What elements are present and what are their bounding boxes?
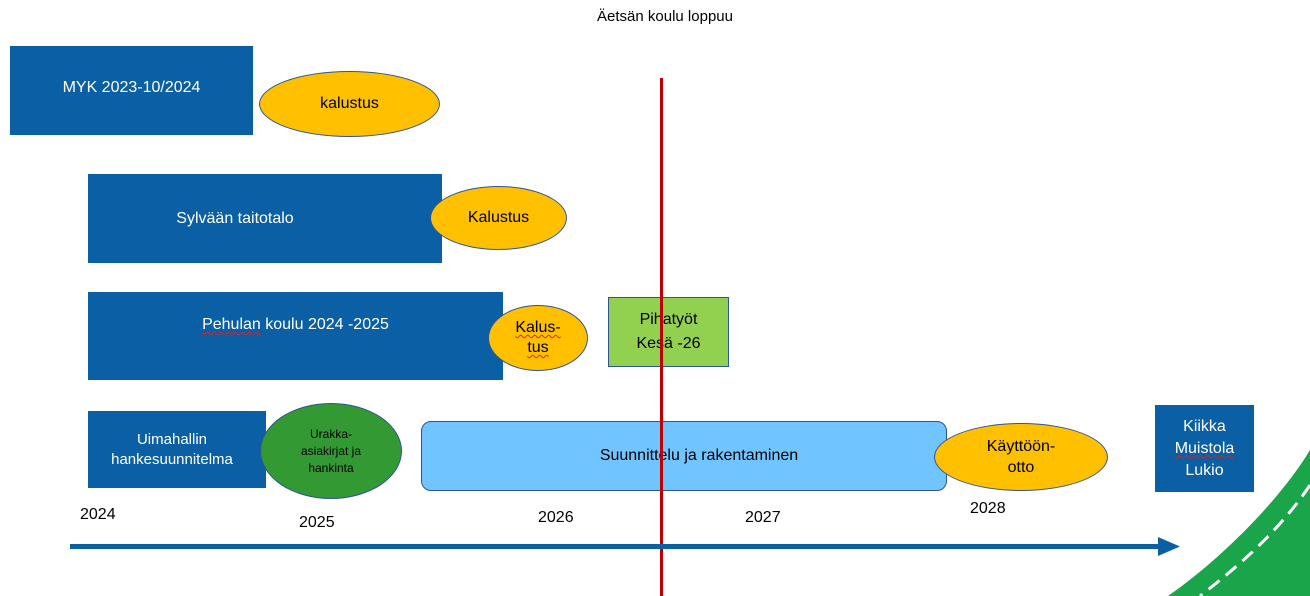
box-pihatyot-line1: Pihatyöt (639, 311, 698, 328)
box-uimahalli-line2: hankesuunnitelma (111, 450, 233, 468)
box-sylvaa-label: Sylvään taitotalo (176, 209, 294, 227)
year-label-2025: 2025 (299, 514, 335, 531)
box-kiikka-line1: Kiikka (1183, 417, 1226, 435)
box-myk-label: MYK 2023-10/2024 (62, 78, 201, 96)
ellipse-kalustus-3: Kalus- tus (488, 305, 588, 371)
box-pihatyot: Pihatyöt Kesä -26 (608, 297, 729, 367)
ellipse-urakka-line3: hankinta (308, 460, 354, 475)
box-pihatyot-line2: Kesä -26 (636, 335, 701, 352)
ellipse-kalustus-3-label: Kalus- tus (515, 318, 560, 358)
ellipse-kayttoonotto: Käyttöön- otto (934, 423, 1108, 491)
year-label-2026: 2026 (538, 509, 574, 526)
timeline-arrow (70, 537, 1180, 556)
diagram-title: Äetsän koulu loppuu (597, 8, 733, 25)
box-kiikka: Kiikka Muistola Lukio (1155, 405, 1254, 492)
box-pehula-rest: koulu 2024 -2025 (260, 316, 389, 333)
year-label-2024: 2024 (80, 506, 116, 523)
box-uimahalli-line1: Uimahallin (136, 430, 207, 448)
box-suunnittelu-label: Suunnittelu ja rakentaminen (599, 447, 799, 464)
ellipse-kayttoonotto-line2: otto (1007, 459, 1035, 476)
year-label-2028: 2028 (970, 500, 1006, 517)
ellipse-urakka-line1: Urakka- (309, 426, 352, 441)
box-kiikka-line2: Muistola (1174, 439, 1235, 457)
ellipse-kalustus-2: Kalustus (430, 186, 567, 250)
box-uimahalli: Uimahallin hankesuunnitelma (88, 411, 266, 488)
ellipse-kalustus-2-label: Kalustus (467, 209, 530, 226)
ellipse-kalustus-1: kalustus (259, 71, 440, 137)
road-graphic (1168, 450, 1310, 596)
ellipse-kayttoonotto-line1: Käyttöön- (986, 438, 1056, 455)
box-pehula-name: Pehulan (202, 316, 261, 333)
box-myk: MYK 2023-10/2024 (10, 46, 253, 135)
ellipse-kalustus-1-label: kalustus (320, 95, 379, 112)
milestone-line (660, 78, 663, 596)
box-pehula-label: Pehulan koulu 2024 -2025 (202, 316, 389, 334)
ellipse-kalustus-3-line2: tus (527, 339, 549, 356)
box-pehula: Pehulan koulu 2024 -2025 (88, 292, 503, 380)
ellipse-kalustus-3-line1: Kalus- (515, 319, 561, 336)
year-label-2027: 2027 (745, 509, 781, 526)
box-suunnittelu: Suunnittelu ja rakentaminen (421, 421, 947, 491)
box-kiikka-line3: Lukio (1185, 461, 1224, 479)
ellipse-urakka-line2: asiakirjat ja (300, 443, 362, 458)
box-sylvaa: Sylvään taitotalo (88, 174, 442, 263)
ellipse-urakka: Urakka- asiakirjat ja hankinta (260, 403, 402, 499)
